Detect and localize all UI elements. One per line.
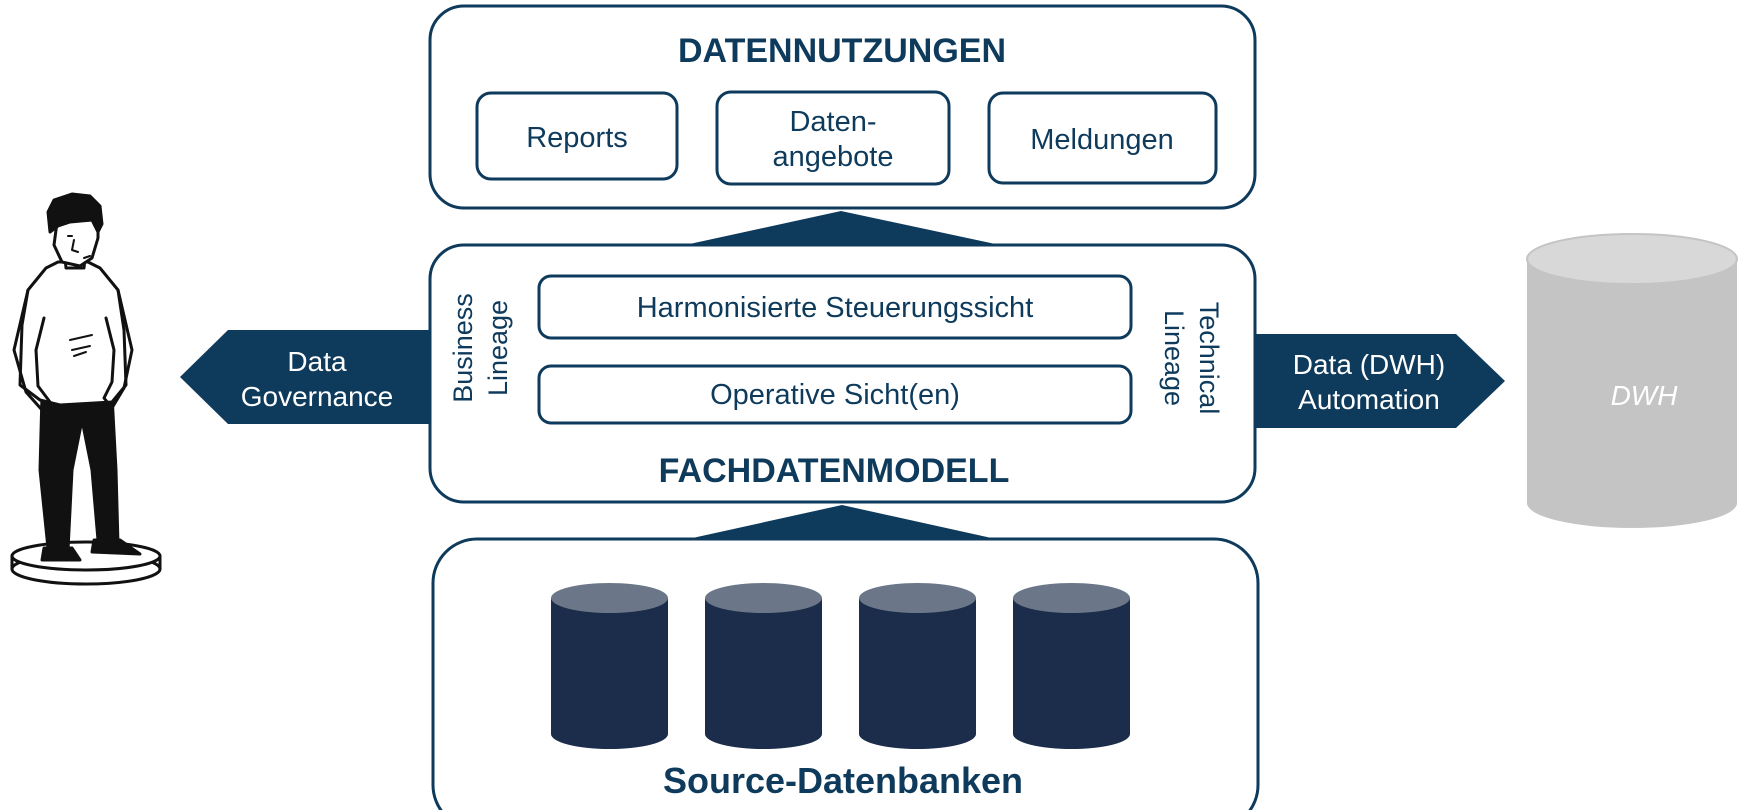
database-top: [1013, 583, 1130, 613]
person-figure-icon: [10, 192, 162, 586]
dwh-automation-arrow-shape: [1255, 334, 1505, 428]
data-governance-arrow: Data Governance: [180, 330, 430, 424]
database-icon: [1013, 583, 1130, 749]
technical-lineage-label-line1: Technical: [1194, 302, 1224, 415]
fachdatenmodell-title: FACHDATENMODELL: [659, 452, 1010, 490]
data-governance-label-line1: Data: [287, 346, 347, 377]
upward-connector-top: [685, 211, 1000, 245]
data-governance-label-line2: Governance: [241, 381, 394, 412]
datenangebote-label-line1: Daten-: [789, 106, 876, 138]
reports-label: Reports: [526, 122, 628, 154]
datennutzungen-title: DATENNUTZUNGEN: [678, 32, 1006, 70]
person-shoes: [40, 538, 142, 562]
source-datenbanken-title: Source-Datenbanken: [663, 760, 1023, 801]
fachdatenmodell-section: Harmonisierte Steuerungssicht Operative …: [428, 243, 1257, 504]
dwh-database-icon: DWH: [1526, 233, 1738, 528]
datenangebote-label-line2: angebote: [773, 141, 894, 173]
meldungen-label: Meldungen: [1030, 124, 1174, 156]
datenangebote-box: [715, 90, 951, 186]
person-shirt-lines: [69, 334, 93, 357]
reports-box: [475, 91, 679, 181]
database-body: [551, 598, 668, 749]
dwh-label: DWH: [1611, 380, 1679, 411]
pedestal-top: [10, 540, 162, 572]
person-face: [71, 239, 91, 259]
dwh-automation-arrow: Data (DWH) Automation: [1255, 334, 1505, 428]
person-right-arm: [102, 288, 134, 410]
database-top: [551, 583, 668, 613]
datennutzungen-section: DATENNUTZUNGEN Reports Daten- angebote M…: [428, 4, 1257, 210]
database-body: [705, 598, 822, 749]
person-legs: [38, 393, 120, 552]
database-body: [859, 598, 976, 749]
source-databases: [551, 583, 1130, 749]
upward-connector-bottom: [688, 505, 996, 539]
dwh-automation-label-line1: Data (DWH): [1293, 349, 1445, 380]
operative-sichten-label: Operative Sicht(en): [710, 379, 960, 411]
person-left-arm: [12, 288, 52, 412]
technical-lineage-label-line2: Lineage: [1159, 310, 1189, 406]
dwh-cylinder-top: [1526, 233, 1738, 285]
database-top: [859, 583, 976, 613]
database-icon: [551, 583, 668, 749]
harmonisierte-steuerungssicht-box: [537, 274, 1133, 340]
harmonisierte-steuerungssicht-label: Harmonisierte Steuerungssicht: [637, 292, 1034, 324]
dwh-automation-label-line2: Automation: [1298, 384, 1440, 415]
database-icon: [859, 583, 976, 749]
dwh-cylinder-body: [1527, 259, 1737, 528]
meldungen-box: [987, 91, 1218, 185]
database-body: [1013, 598, 1130, 749]
person-hair: [46, 192, 104, 234]
source-datenbanken-section: Source-Datenbanken: [431, 537, 1260, 810]
database-icon: [705, 583, 822, 749]
business-lineage-label-line1: Business: [448, 293, 478, 403]
operative-sichten-box: [537, 364, 1133, 425]
data-governance-arrow-shape: [180, 330, 430, 424]
database-top: [705, 583, 822, 613]
business-lineage-label-line2: Lineage: [483, 300, 513, 396]
